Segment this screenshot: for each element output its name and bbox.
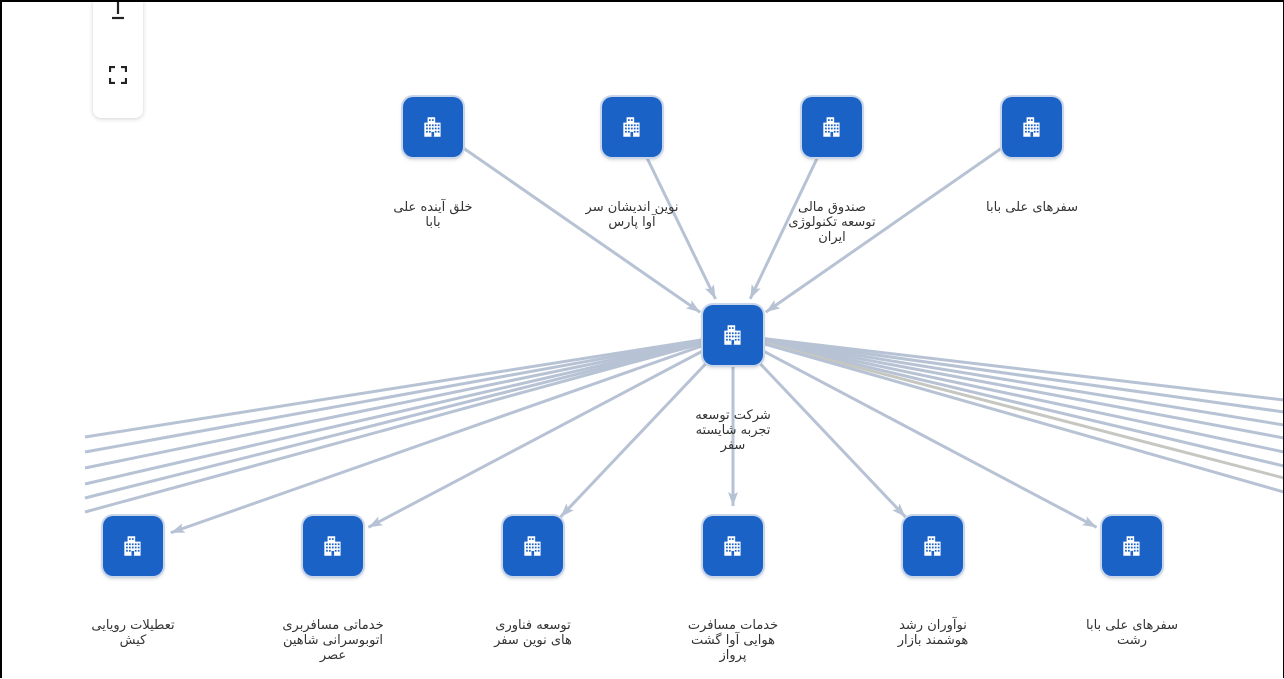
building-icon — [823, 117, 840, 137]
edge-offscreen-right-6 — [732, 333, 1284, 468]
node-bottom-1[interactable] — [103, 516, 163, 576]
edge-offscreen-right-1 — [732, 333, 1284, 402]
node-label-line: اتوبوسرانی شاهین — [282, 633, 384, 648]
building-icon — [724, 325, 741, 345]
node-label-line: سفرهای علی بابا — [1086, 618, 1178, 633]
node-label-line: رشت — [1117, 633, 1147, 648]
node-label-line: شرکت توسعه — [695, 408, 771, 423]
edge-offscreen-left-6 — [84, 333, 734, 514]
building-icon — [724, 536, 741, 556]
building-icon — [424, 117, 441, 137]
node-label-line: تجربه شایسته — [695, 423, 771, 438]
node-label-line: کیش — [119, 633, 147, 648]
node-bottom-5[interactable] — [903, 516, 963, 576]
building-icon — [623, 117, 640, 137]
edge-offscreen-right-7 — [732, 333, 1284, 480]
node-label-line: هوشمند بازار — [897, 633, 969, 648]
node-label-line: های نوین سفر — [494, 633, 572, 648]
node-label-line: خدمات مسافرت — [687, 618, 779, 633]
node-label-line: خلق آینده علی — [393, 200, 473, 215]
edge-offscreen-right-4 — [732, 333, 1284, 440]
fullscreen-icon — [109, 66, 127, 84]
node-bottom-2[interactable] — [303, 516, 363, 576]
node-label-line: توسعه فناوری — [495, 618, 571, 633]
node-label-line: عصر — [319, 648, 347, 663]
graph-controls — [93, 0, 143, 118]
node-label-line: تعطیلات رویایی — [91, 618, 175, 633]
edge-offscreen-right-2 — [732, 333, 1284, 414]
node-label-line: سفرهای علی بابا — [986, 200, 1078, 215]
edge-bottom-6 — [732, 333, 1098, 529]
node-label-line: نوین اندیشان سر — [585, 200, 679, 215]
edge-offscreen-left-1 — [84, 333, 734, 439]
node-label-line: پرواز — [719, 648, 747, 663]
edge-bottom-5 — [731, 333, 907, 519]
edge-bottom-2 — [367, 333, 734, 529]
building-icon — [1023, 117, 1040, 137]
edge-offscreen-left-4 — [84, 333, 734, 486]
edge-offscreen-right-8 — [732, 333, 1284, 494]
node-bottom-6[interactable] — [1102, 516, 1162, 576]
edge-top-4 — [764, 125, 1033, 314]
node-top-1[interactable] — [403, 97, 463, 157]
node-top-3[interactable] — [802, 97, 862, 157]
download-button[interactable] — [107, 0, 129, 22]
node-center[interactable] — [703, 305, 763, 365]
node-label-line: توسعه تکنولوژی — [788, 215, 876, 230]
building-icon — [524, 536, 541, 556]
node-label-line: ایران — [818, 230, 846, 245]
node-label-line: سفر — [720, 438, 746, 453]
node-top-4[interactable] — [1002, 97, 1062, 157]
node-top-2[interactable] — [602, 97, 662, 157]
node-label-line: صندوق مالی — [797, 200, 866, 215]
node-label-line: بابا — [425, 215, 441, 230]
edge-offscreen-left-3 — [84, 333, 734, 470]
building-icon — [324, 536, 341, 556]
building-icon — [1123, 536, 1140, 556]
node-label-line: هوایی آوا گشت — [691, 633, 775, 648]
download-icon — [112, 2, 124, 20]
edge-offscreen-right-5 — [732, 333, 1284, 454]
building-icon — [124, 536, 141, 556]
building-icon — [924, 536, 941, 556]
node-label-line: نوآوران رشد — [899, 618, 967, 633]
node-bottom-4[interactable] — [703, 516, 763, 576]
node-label-top-4: سفرهای علی بابا — [962, 200, 1102, 215]
edge-offscreen-left-2 — [84, 333, 734, 454]
edge-bottom-1 — [170, 333, 734, 535]
node-label-line: خدماتی مسافربری — [282, 618, 384, 633]
node-label-line: آوا پارس — [608, 215, 656, 230]
node-bottom-3[interactable] — [503, 516, 563, 576]
edge-bottom-3 — [559, 333, 735, 519]
edge-offscreen-right-3 — [732, 333, 1284, 427]
edge-offscreen-left-5 — [84, 333, 734, 500]
edge-top-1 — [432, 125, 701, 314]
fullscreen-button[interactable] — [107, 64, 129, 86]
